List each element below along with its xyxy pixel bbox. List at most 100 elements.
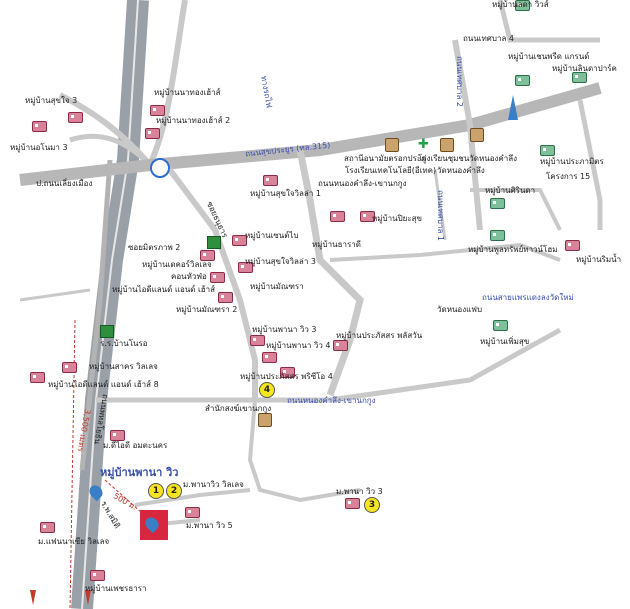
house-icon xyxy=(150,105,165,116)
house-icon xyxy=(515,0,530,11)
house-icon xyxy=(572,72,587,83)
house-icon xyxy=(185,507,200,518)
label-fandin: ม.แฟนนาเซีย วิลเลจ xyxy=(38,537,110,546)
arrow-down-right xyxy=(85,590,91,605)
house-icon xyxy=(515,75,530,86)
house-icon xyxy=(493,320,508,331)
house-icon xyxy=(110,430,125,441)
house-icon xyxy=(90,570,105,581)
marker-4: 4 xyxy=(259,382,275,398)
house-icon xyxy=(280,367,295,378)
label-pana-village: ม.พานาวิว วิลเลจ xyxy=(183,480,244,489)
label-piya: หมู่บ้านปิยะสุข xyxy=(372,214,422,223)
label-thetsaban-sai: ถนนสายแพรแดงลงวัดใหม่ xyxy=(482,293,574,302)
label-moo-siwa: หมู่บ้านลดา วิวส์ xyxy=(492,0,549,9)
label-pana-s3: ม.พานา วิว 3 xyxy=(336,487,383,496)
label-wat-nonghong: วัดหนองคำลึง xyxy=(437,166,485,175)
label-prasat-prime: หมู่บ้านประภัสสร พริซีโอ 4 xyxy=(240,372,333,381)
label-pool-sap: หมู่บ้านพูลทรัพย์ทาวน์โฮม xyxy=(468,245,558,254)
label-ror-ror: ร.ร.บ้านโนรอ xyxy=(100,339,148,348)
label-nonghong-road2: ถนนหนองคำลึง-เขานกกูง xyxy=(287,396,376,405)
label-rimnam: หมู่บ้านริมน้ำ xyxy=(576,255,622,264)
marker-2: 2 xyxy=(166,483,182,499)
label-condo-hua: คอนหัวฟ่อ xyxy=(171,272,207,281)
label-sirinthara: หมู่บ้านศิรินดา xyxy=(485,186,536,195)
label-lin-park: หมู่บ้านลินดาปาร์ค xyxy=(552,64,617,73)
label-mantra: หมู่บ้านมัณฑรา xyxy=(250,282,304,291)
road-nonghong-khao xyxy=(96,327,562,403)
label-sakon-village: หมู่บ้านสาคร วิลเลจ xyxy=(89,362,158,371)
label-nonghong-road: ถนนหนองคำลึง-เขานกกูง xyxy=(318,179,407,188)
house-icon xyxy=(565,240,580,251)
label-nongsuea-road: ป.ถนนเลี่ยงเมือง xyxy=(36,179,93,188)
label-school-tech: โรงเรียนเทคโนโลยี(อีเทค) xyxy=(345,166,437,175)
road-thetsaban-2 xyxy=(452,39,483,231)
house-icon xyxy=(490,230,505,241)
highway-road-center xyxy=(81,0,139,609)
marker-3: 3 xyxy=(364,497,380,513)
label-pana-sign: หมู่บ้านพานา วิว xyxy=(100,466,179,479)
label-phetcharat: หมู่บ้านเพชรธารา xyxy=(85,584,147,593)
house-icon xyxy=(330,211,345,222)
label-project15: โครงการ 15 xyxy=(546,172,591,181)
label-municipal-office: สถานีอนามัยตรอกประดู่ xyxy=(344,154,427,163)
house-icon xyxy=(40,522,55,533)
label-thararat: หมู่บ้านธาราดี xyxy=(312,240,361,249)
marker-1: 1 xyxy=(148,483,164,499)
label-nakhao-house: หมู่บ้านนาทองเฮ้าส์ xyxy=(154,88,221,97)
road-thetsaban-1 xyxy=(433,169,447,241)
house-icon xyxy=(62,362,77,373)
house-icon xyxy=(218,292,233,303)
road-sirinthara xyxy=(470,188,562,231)
arrow-up-blue xyxy=(508,95,518,120)
label-school-watnong: โรงเรียนชุมชนวัดหนองคำลึง xyxy=(418,154,518,163)
label-vachirawarakul: หมู่บ้านเชนพรีด แกรนด์ xyxy=(508,52,590,61)
label-moo-suk-jai3: หมู่บ้านสุขใจ 3 xyxy=(25,96,78,105)
house-icon xyxy=(262,352,277,363)
house-icon xyxy=(250,335,265,346)
label-pana-4: หมู่บ้านพานา วิว 4 xyxy=(266,341,331,350)
house-icon xyxy=(238,262,253,273)
label-pana-5: ม.พานา วิว 5 xyxy=(186,521,233,530)
label-ban-khao-nok: หมู่บ้านเซนต์ไบ xyxy=(245,231,299,240)
label-phoem-suk: หมู่บ้านเพิ่มสุข xyxy=(480,337,530,346)
label-thetsaban-1: ถนนเทศบาล 1 xyxy=(436,190,445,241)
label-moo-nonma3: หมู่บ้านอโนมา 3 xyxy=(10,143,68,152)
label-wat-nong-faep: วัดหนองแฟบ xyxy=(437,305,483,314)
label-sukjai-villa3: หมู่บ้านสุขใจวิลล่า 3 xyxy=(245,257,316,266)
label-thetsaban-2: ถนนเทศบาล 2 xyxy=(455,56,464,107)
house-icon xyxy=(232,235,247,246)
label-samnak: สำนักสงฆ์เขานกกูง xyxy=(205,404,272,413)
road-right-vertical xyxy=(577,99,603,230)
label-nakhao-house2: หมู่บ้านนาทองเฮ้าส์ 2 xyxy=(156,116,231,125)
label-dee-amata: ม.ดีไอดี อมตะนคร xyxy=(103,441,168,450)
school-icon xyxy=(385,138,399,152)
road-west-soi xyxy=(19,288,91,302)
road-top-right xyxy=(497,0,600,43)
interchange-curve-2 xyxy=(69,133,152,167)
house-icon xyxy=(345,498,360,509)
highway-road-left xyxy=(79,159,113,471)
shop-icon xyxy=(207,236,221,249)
label-moo-mitr: ซอยมิตรภาพ 2 xyxy=(128,243,181,252)
school-icon xyxy=(440,138,454,152)
house-icon xyxy=(210,272,225,283)
label-prasat-villa: หมู่บ้านประภัสสร พลัสวัน xyxy=(336,331,423,340)
house-icon xyxy=(145,128,160,139)
label-prasarn: หมู่บ้านประภามิตร xyxy=(540,157,604,166)
house-icon xyxy=(360,211,375,222)
house-icon xyxy=(333,340,348,351)
house-icon xyxy=(30,372,45,383)
temple-icon xyxy=(470,128,484,142)
label-pana-3: หมู่บ้านพานา วิว 3 xyxy=(252,325,317,334)
distance-arrow-3500 xyxy=(69,319,76,609)
label-suk-jai-villa1: หมู่บ้านสุขใจวิลล่า 1 xyxy=(250,189,321,198)
school-icon xyxy=(100,325,114,338)
label-soi-4: ถนนเทศบาล 4 xyxy=(463,34,514,43)
hospital-cross-icon: ✚ xyxy=(418,137,429,152)
label-ideal-land: หมู่บ้านไอดีแลนด์ แอนด์ เฮ้าส์ xyxy=(112,285,216,294)
road-soi-thanuthan xyxy=(167,168,258,400)
temple-icon xyxy=(258,413,272,427)
label-decor-villa: หมู่บ้านเดคอร์วิลเลจ xyxy=(142,260,212,269)
